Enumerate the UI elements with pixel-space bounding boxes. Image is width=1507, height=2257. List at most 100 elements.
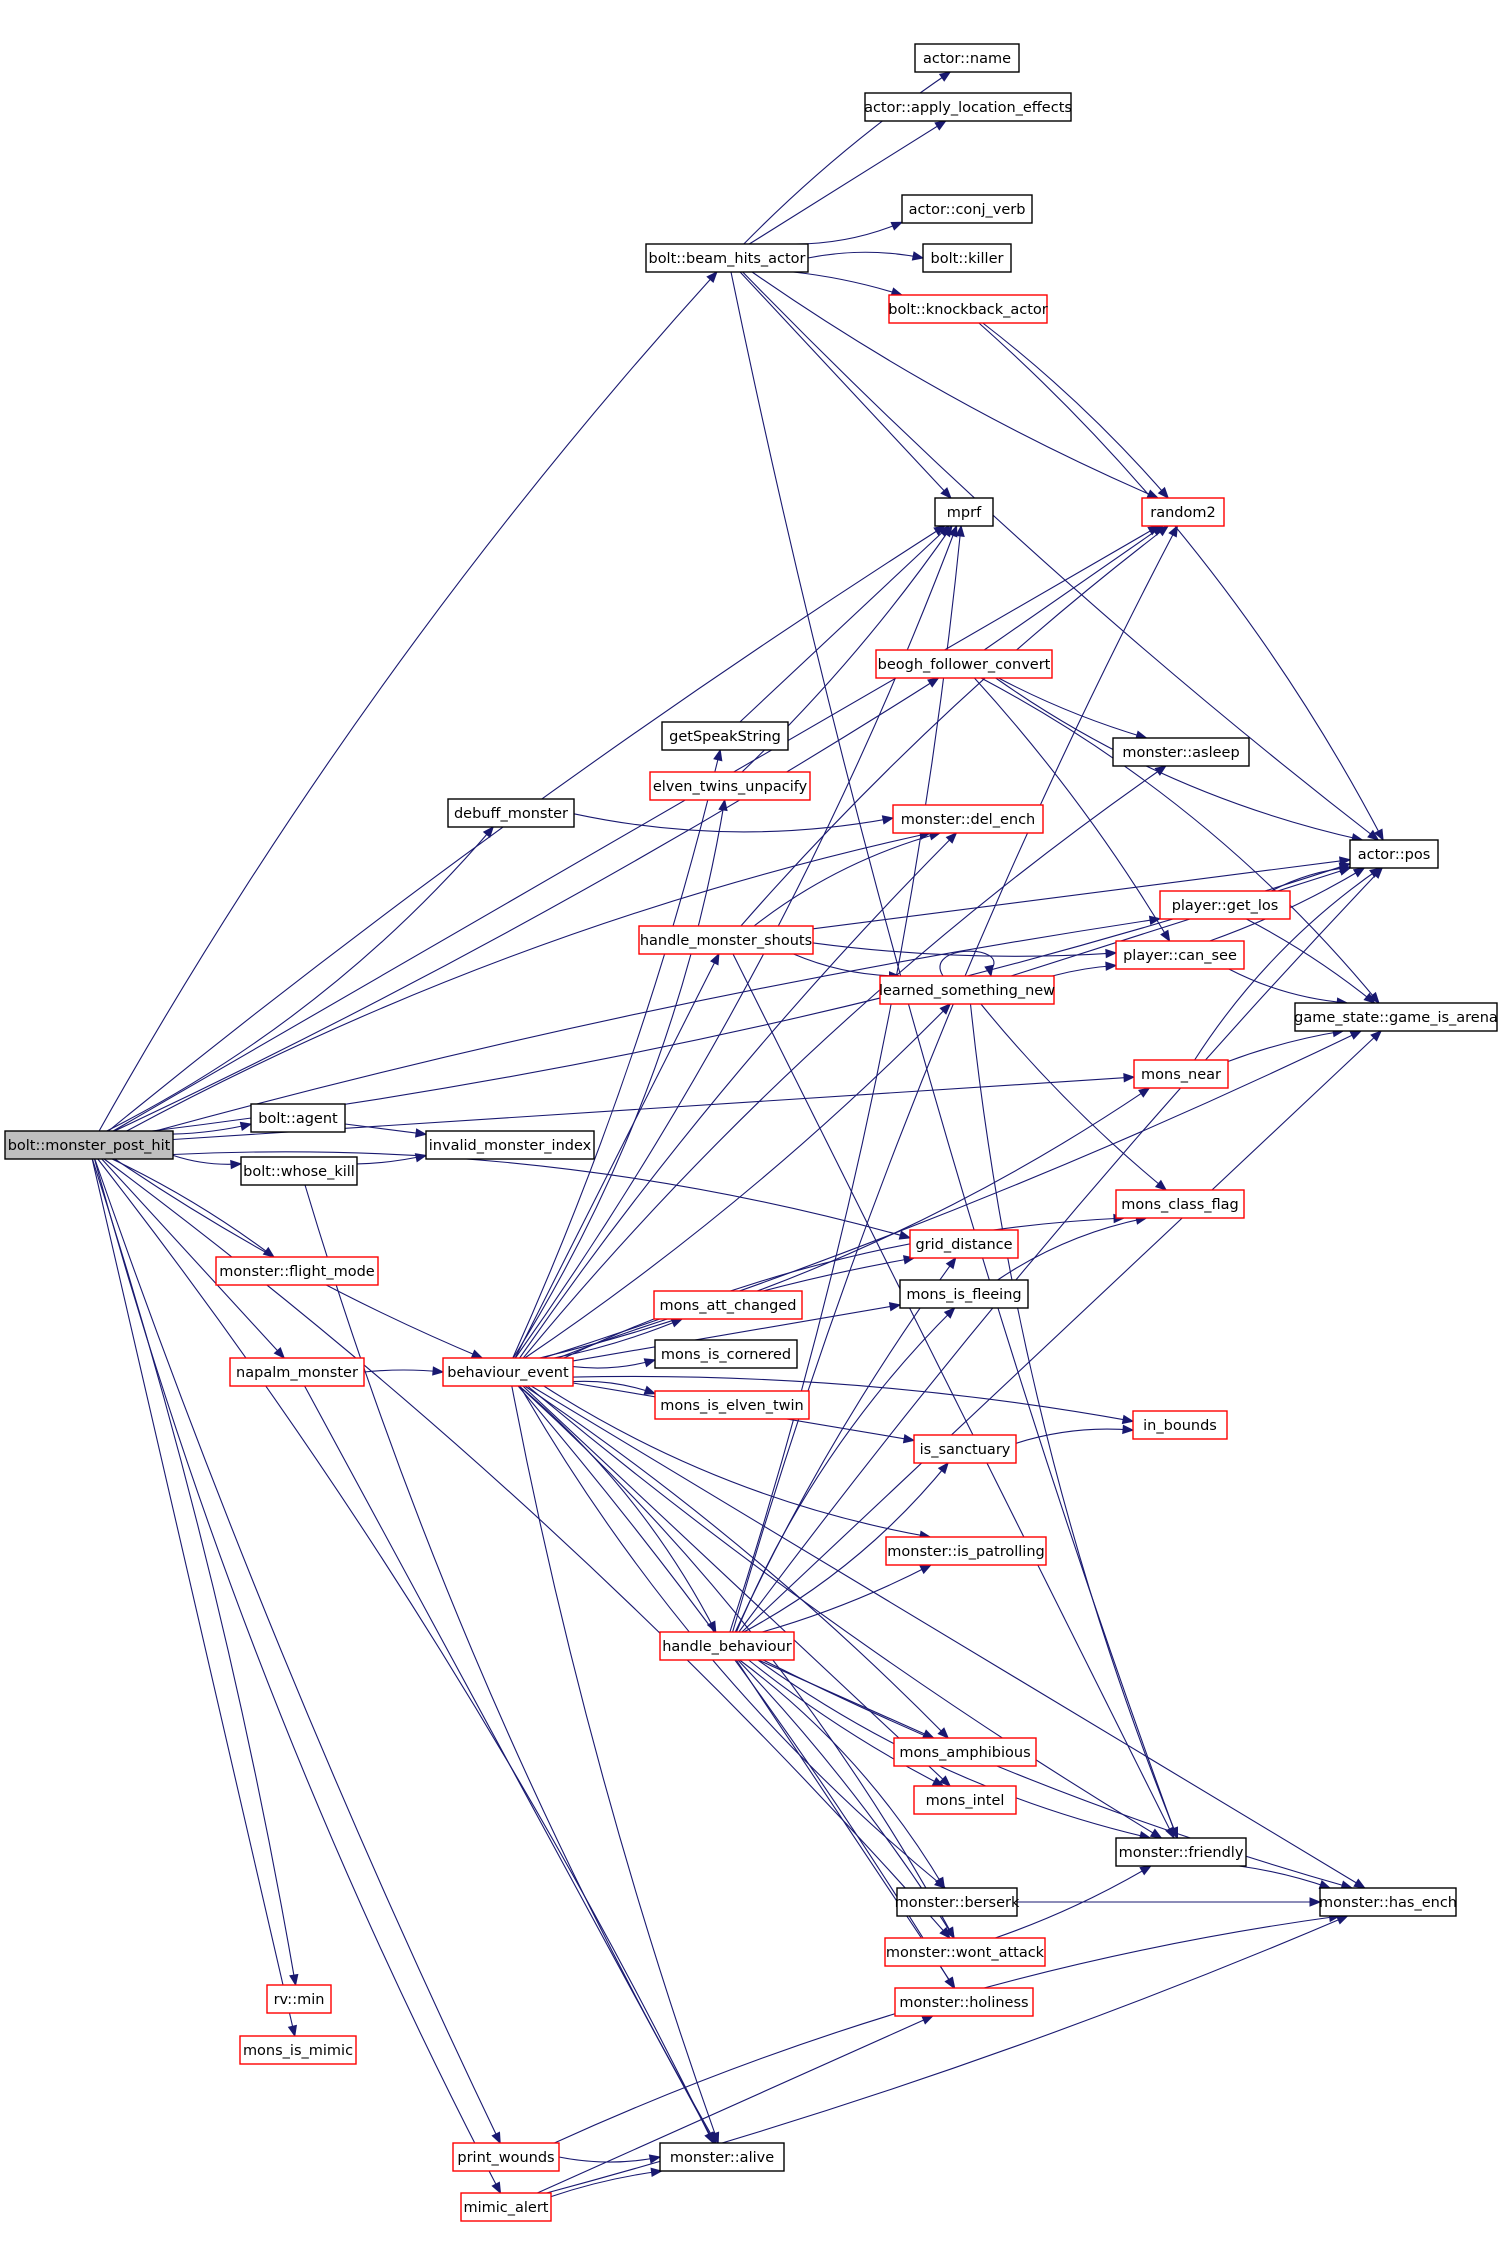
node-behaviour[interactable]: behaviour_event [442,1357,574,1387]
node-elven-unpac[interactable]: elven_twins_unpacify [649,771,811,801]
edge-arrowhead [1352,867,1366,878]
edge-arrowhead [940,487,952,499]
edge-line [741,1030,1382,1633]
node-alive[interactable]: monster::alive [659,2142,785,2172]
edge-bolt_agent-to-invalid [344,1123,428,1138]
edge-bolt_beam-to-mprf [739,271,952,499]
node-getspeak[interactable]: getSpeakString [661,721,789,751]
node-handle-beh[interactable]: handle_behaviour [659,1631,795,1661]
node-box [645,243,809,273]
edge-line [997,1217,1147,1281]
edge-behaviour-to-del_ench [519,832,958,1359]
edge-line [572,1375,1134,1422]
node-arena[interactable]: game_state::game_is_arena [1294,1002,1498,1032]
node-rv-min[interactable]: rv::min [266,1984,332,2014]
node-asleep[interactable]: monster::asleep [1112,737,1250,767]
edge-line [537,2015,933,2194]
node-amphibious[interactable]: mons_amphibious [893,1737,1037,1767]
edge-arrowhead [948,524,958,538]
node-patrolling[interactable]: monster::is_patrolling [885,1536,1047,1566]
edge-arrowhead [670,1318,684,1328]
node-debuff[interactable]: debuff_monster [447,798,575,828]
node-is-fleeing[interactable]: mons_is_fleeing [899,1279,1029,1309]
node-actor-name[interactable]: actor::name [914,43,1020,73]
node-can-see[interactable]: player::can_see [1115,940,1245,970]
node-holiness[interactable]: monster::holiness [894,1987,1034,2017]
node-bolt-killer[interactable]: bolt::killer [922,243,1012,273]
edge-line [732,525,1178,1633]
node-label: beogh_follower_convert [878,657,1051,673]
node-class-flag[interactable]: mons_class_flag [1115,1189,1245,1219]
edge-behaviour-to-learned [524,1003,952,1359]
node-cornered[interactable]: mons_is_cornered [654,1339,798,1369]
edge-handle_beh-to-random2 [732,524,1179,1633]
node-is-mimic[interactable]: mons_is_mimic [239,2035,357,2065]
node-label: monster::berserk [895,1895,1020,1911]
node-label: player::get_los [1172,898,1279,914]
node-box [885,1536,1047,1566]
edge-is_fleeing-to-class_flag [997,1215,1148,1281]
node-label: learned_something_new [879,983,1055,999]
node-box [922,243,1012,273]
node-beogh[interactable]: beogh_follower_convert [875,649,1053,679]
node-friendly[interactable]: monster::friendly [1115,1837,1247,1867]
node-in-bounds[interactable]: in_bounds [1132,1410,1228,1440]
edge-arrowhead [934,120,947,131]
node-napalm[interactable]: napalm_monster [229,1357,365,1387]
node-root[interactable]: bolt::monster_post_hit [4,1130,174,1160]
node-label: monster::flight_mode [219,1264,375,1280]
node-print-wounds[interactable]: print_wounds [452,2142,560,2172]
edge-line [558,2156,661,2163]
node-mimic-alert[interactable]: mimic_alert [460,2192,552,2222]
edge-napalm-to-alive [304,1385,716,2145]
node-whose-kill[interactable]: bolt::whose_kill [240,1156,358,1186]
node-sanctuary[interactable]: is_sanctuary [913,1434,1017,1464]
edge-root-to-rv_min [91,1158,299,1987]
edge-arrowhead [1122,1424,1135,1435]
node-elven-twin[interactable]: mons_is_elven_twin [654,1390,810,1420]
node-mons-near[interactable]: mons_near [1133,1059,1229,1089]
edge-root-to-flight [111,1158,275,1258]
node-label: bolt::monster_post_hit [8,1138,171,1154]
edge-line [969,1003,1179,1839]
node-shouts[interactable]: handle_monster_shouts [638,925,814,955]
node-invalid[interactable]: invalid_monster_index [425,1130,595,1160]
node-berserk[interactable]: monster::berserk [895,1887,1020,1917]
edge-arrowhead [1157,486,1170,500]
node-actor-apply[interactable]: actor::apply_location_effects [864,92,1072,122]
node-box [894,1987,1034,2017]
node-att-changed[interactable]: mons_att_changed [653,1290,803,1320]
edge-wont_attack-to-friendly [995,1865,1152,1939]
node-flight[interactable]: monster::flight_mode [215,1256,379,1286]
node-has-ench[interactable]: monster::has_ench [1319,1887,1457,1917]
edge-root-to-debuff [106,825,495,1132]
node-actor-conj[interactable]: actor::conj_verb [901,194,1033,224]
edge-beogh-to-asleep [998,677,1148,740]
edge-arrowhead [1363,992,1376,1004]
node-random2[interactable]: random2 [1141,497,1225,527]
edge-arrowhead [706,271,718,283]
node-get-los[interactable]: player::get_los [1159,890,1291,920]
node-mprf[interactable]: mprf [934,497,994,527]
node-bolt-knock[interactable]: bolt::knockback_actor [888,294,1048,324]
node-learned[interactable]: learned_something_new [879,975,1055,1005]
edge-line [812,859,1351,930]
node-intel[interactable]: mons_intel [913,1785,1017,1815]
edge-line [1238,1865,1331,1889]
edge-arrowhead [939,1003,952,1015]
node-actor-pos[interactable]: actor::pos [1349,839,1439,869]
edge-line [1228,968,1348,1004]
edge-bolt_beam-to-actor_conj [795,221,904,245]
node-box [864,92,1072,122]
node-wont-attack[interactable]: monster::wont_attack [884,1937,1046,1967]
node-grid-dist[interactable]: grid_distance [909,1229,1019,1259]
node-box [893,1737,1037,1767]
node-box [649,771,811,801]
node-label: in_bounds [1143,1418,1217,1434]
node-del-ench[interactable]: monster::del_ench [892,804,1044,834]
edge-line [743,71,951,245]
node-bolt-agent[interactable]: bolt::agent [250,1103,346,1133]
edge-learned-to-learned [939,950,995,978]
node-bolt-beam[interactable]: bolt::beam_hits_actor [645,243,809,273]
